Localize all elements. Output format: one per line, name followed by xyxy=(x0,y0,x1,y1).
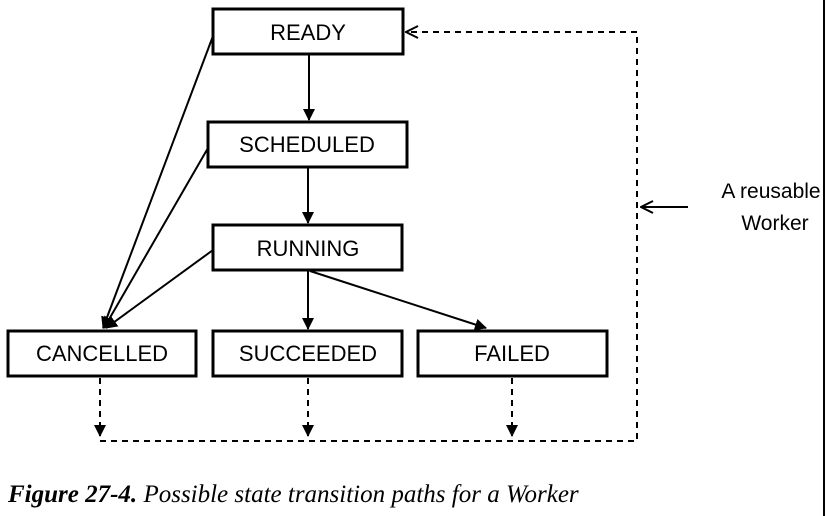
state-label-running: RUNNING xyxy=(257,236,360,261)
state-label-scheduled: SCHEDULED xyxy=(239,132,375,157)
state-box-scheduled xyxy=(206,120,409,169)
side-label-line1: A reusable xyxy=(721,180,820,203)
state-box-running xyxy=(211,223,404,272)
state-box-cancelled xyxy=(6,329,198,378)
figure-caption: Figure 27-4. Possible state transition p… xyxy=(8,481,579,509)
side-label-line2: Worker xyxy=(741,212,808,235)
state-label-failed: FAILED xyxy=(474,341,550,366)
dashed-return-path-to-ready xyxy=(100,32,638,442)
state-box-succeeded xyxy=(211,329,404,378)
state-box-failed xyxy=(416,329,609,378)
arrow-running-to-cancelled xyxy=(105,249,214,329)
figure-caption-text: Possible state transition paths for a Wo… xyxy=(143,481,579,508)
figure-number: Figure 27-4. xyxy=(8,481,138,508)
state-box-ready xyxy=(211,7,405,56)
right-border-line xyxy=(823,0,825,516)
arrow-scheduled-to-cancelled xyxy=(103,147,209,329)
state-label-succeeded: SUCCEEDED xyxy=(239,341,377,366)
arrow-ready-to-cancelled xyxy=(101,35,214,329)
arrow-running-to-failed xyxy=(309,270,487,331)
state-label-cancelled: CANCELLED xyxy=(36,341,168,366)
state-label-ready: READY xyxy=(270,20,346,45)
